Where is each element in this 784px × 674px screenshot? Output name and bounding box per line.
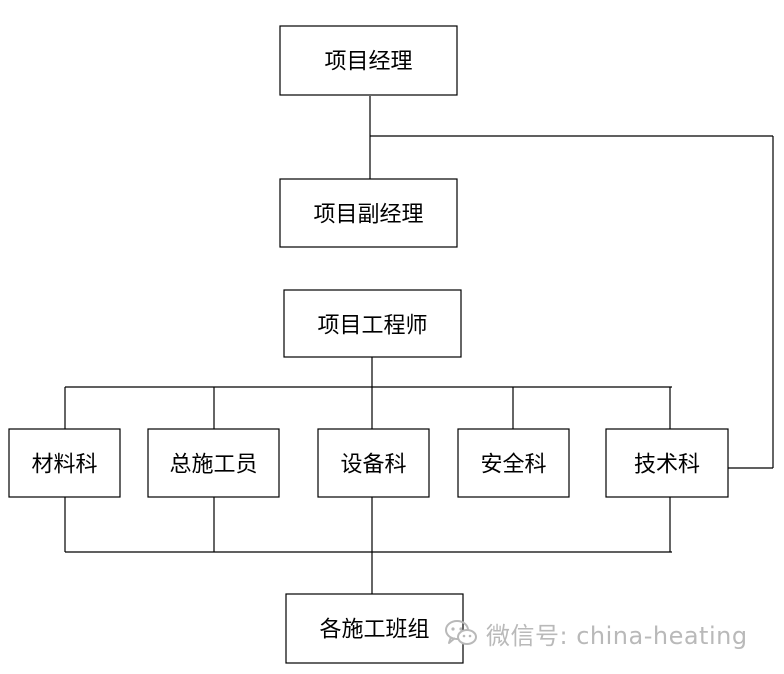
node-equipment-dept: 设备科 bbox=[317, 428, 430, 498]
node-project-manager: 项目经理 bbox=[279, 25, 458, 96]
wechat-icon bbox=[445, 620, 477, 645]
connectors bbox=[64, 96, 774, 594]
node-label-materials-dept: 材料科 bbox=[31, 453, 97, 478]
node-technical-dept: 技术科 bbox=[605, 428, 729, 498]
node-label-technical-dept: 技术科 bbox=[634, 453, 700, 478]
node-project-engineer: 项目工程师 bbox=[283, 289, 462, 358]
node-label-deputy-manager: 项目副经理 bbox=[313, 203, 423, 228]
node-deputy-manager: 项目副经理 bbox=[279, 178, 458, 248]
node-label-project-manager: 项目经理 bbox=[324, 50, 412, 75]
node-materials-dept: 材料科 bbox=[8, 428, 121, 498]
node-label-construction-teams: 各施工班组 bbox=[319, 618, 429, 643]
node-label-general-construction-staff: 总施工员 bbox=[169, 453, 257, 478]
node-construction-teams: 各施工班组 bbox=[285, 593, 464, 664]
watermark-text: 微信号: china-heating bbox=[486, 621, 748, 650]
node-general-construction-staff: 总施工员 bbox=[147, 428, 280, 498]
node-label-safety-dept: 安全科 bbox=[480, 453, 546, 478]
node-label-project-engineer: 项目工程师 bbox=[317, 314, 427, 339]
node-safety-dept: 安全科 bbox=[457, 428, 570, 498]
node-label-equipment-dept: 设备科 bbox=[340, 453, 406, 478]
watermark: 微信号: china-heating bbox=[444, 616, 748, 650]
